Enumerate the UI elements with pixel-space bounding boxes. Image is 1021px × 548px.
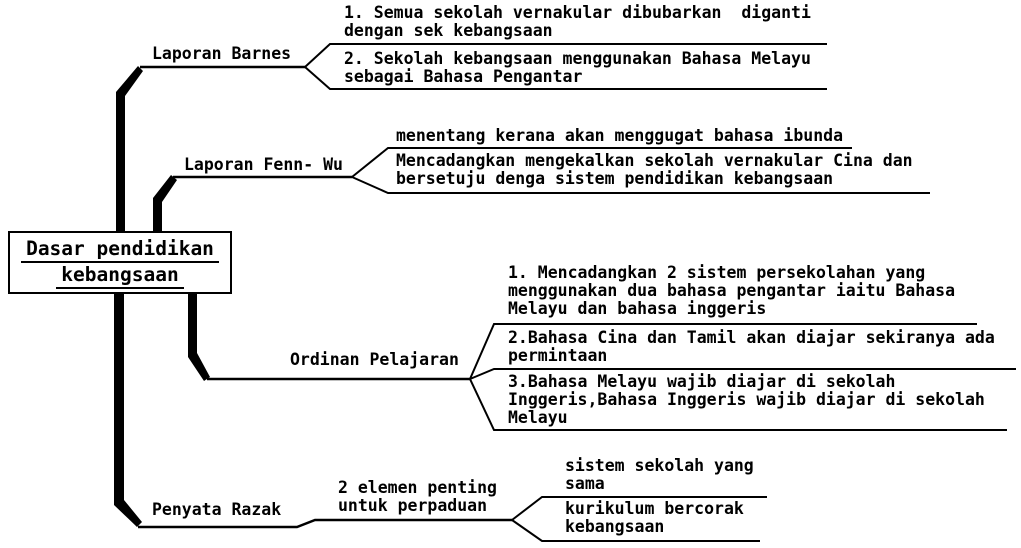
trunk-penyata-razak — [114, 294, 142, 527]
node-ordinan-child-1[interactable]: 1. Mencadangkan 2 sistem persekolahan ya… — [508, 263, 956, 318]
trunk-laporan-fenn-wu — [153, 175, 177, 233]
node-barnes-child-1[interactable]: 1. Semua sekolah vernakular dibubarkan d… — [344, 3, 811, 40]
edge-ordinan-child-3 — [469, 378, 1007, 431]
edge-barnes-child-2 — [304, 66, 827, 90]
trunk-ordinan-pelajaran — [188, 294, 210, 381]
node-ordinan-child-2[interactable]: 2.Bahasa Cina dan Tamil akan diajar seki… — [508, 328, 995, 365]
root-node-line-1: Dasar pendidikan — [21, 237, 219, 263]
edge-barnes-child-1 — [304, 43, 827, 68]
node-razak-child-1[interactable]: sistem sekolah yang sama — [565, 456, 754, 493]
edge-razak-child-2 — [511, 519, 760, 542]
edge-fenn-wu-child-2 — [351, 176, 930, 194]
branch-label-ordinan-pelajaran[interactable]: Ordinan Pelajaran — [290, 350, 459, 369]
node-barnes-child-2[interactable]: 2. Sekolah kebangsaan menggunakan Bahasa… — [344, 49, 811, 86]
node-fenn-wu-child-1[interactable]: menentang kerana akan menggugat bahasa i… — [396, 126, 844, 145]
node-razak-child-2[interactable]: kurikulum bercorak kebangsaan — [565, 499, 744, 536]
root-node-line-2: kebangsaan — [56, 263, 184, 289]
branch-label-penyata-razak[interactable]: Penyata Razak — [152, 500, 282, 519]
edge-fenn-wu-child-1 — [351, 147, 852, 178]
node-ordinan-child-3[interactable]: 3.Bahasa Melayu wajib diajar di sekolah … — [508, 372, 985, 427]
edge-razak-child-1 — [511, 496, 767, 521]
edge-ordinan-child-2 — [469, 368, 1016, 380]
edge-ordinan-child-1 — [469, 323, 977, 380]
branch-label-laporan-fenn-wu[interactable]: Laporan Fenn- Wu — [184, 155, 343, 174]
node-fenn-wu-child-2[interactable]: Mencadangkan mengekalkan sekolah vernaku… — [396, 151, 913, 188]
branch-line-razak — [138, 518, 512, 529]
node-razak-connector-label[interactable]: 2 elemen penting untuk perpaduan — [338, 478, 497, 515]
branch-label-laporan-barnes[interactable]: Laporan Barnes — [152, 44, 292, 63]
trunk-laporan-barnes — [116, 66, 143, 233]
root-node[interactable]: Dasar pendidikan kebangsaan — [8, 231, 232, 294]
